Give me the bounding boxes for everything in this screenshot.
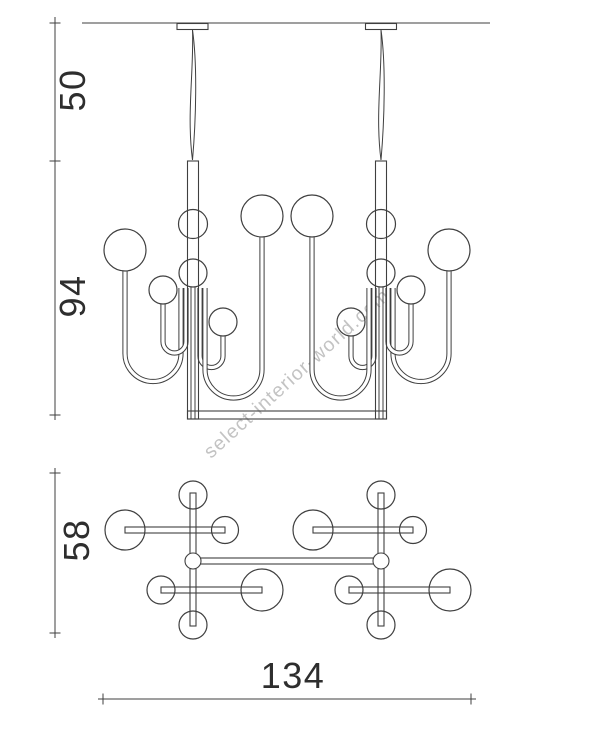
plan-sphere xyxy=(334,575,364,605)
dimension-suspension-height: 50 xyxy=(49,17,93,420)
plan-sphere xyxy=(104,509,146,551)
bottom-frame-bar xyxy=(186,410,388,420)
top-view xyxy=(104,480,472,640)
glass-sphere xyxy=(208,307,238,337)
plan-junction xyxy=(372,552,390,570)
plan-top-arm-bar xyxy=(124,526,226,534)
glass-sphere xyxy=(396,275,426,305)
dimension-body-height: 94 xyxy=(52,274,93,317)
plan-sphere xyxy=(178,480,208,510)
glass-sphere xyxy=(427,228,471,272)
glass-spheres-front xyxy=(103,194,471,337)
dimension-label-94: 94 xyxy=(52,274,93,317)
dimension-line xyxy=(49,17,61,420)
stem-rod-left xyxy=(186,160,200,420)
plan-sphere xyxy=(292,509,334,551)
dimension-label-58: 58 xyxy=(56,518,97,561)
glass-sphere xyxy=(177,208,209,240)
suspension-cable-left xyxy=(189,29,197,161)
rod-inner-stem-left xyxy=(190,287,196,419)
plan-junction xyxy=(184,552,202,570)
glass-sphere xyxy=(178,258,208,288)
plan-sphere xyxy=(210,515,240,545)
watermark-text: select-interior-world.com xyxy=(200,284,395,463)
plan-cross-left xyxy=(104,480,284,640)
plan-connector-bar xyxy=(192,557,382,565)
dimension-line xyxy=(98,693,476,705)
glass-sphere xyxy=(290,194,334,238)
dimension-width: 134 xyxy=(98,655,476,705)
plan-cross-right xyxy=(292,480,472,640)
suspension-cable-right xyxy=(378,29,385,161)
plan-sphere xyxy=(240,568,284,612)
plan-sphere xyxy=(366,610,396,640)
glass-sphere xyxy=(148,275,178,305)
glass-sphere xyxy=(366,258,396,288)
glass-sphere xyxy=(103,228,147,272)
plan-sphere xyxy=(146,575,176,605)
plan-sphere xyxy=(428,568,472,612)
ceiling-canopy-right xyxy=(364,22,398,31)
plan-bottom-arm-bar xyxy=(160,586,263,594)
plan-top-arm-bar xyxy=(312,526,414,534)
plan-sphere xyxy=(398,515,428,545)
glass-sphere xyxy=(336,307,366,337)
dimension-label-134: 134 xyxy=(261,655,326,696)
dimension-depth: 58 xyxy=(49,468,97,638)
plan-sphere xyxy=(178,610,208,640)
front-view xyxy=(82,22,490,420)
rod-inner-stem-right xyxy=(378,287,384,419)
dimension-label-50: 50 xyxy=(52,68,93,111)
glass-sphere xyxy=(365,208,397,240)
dimension-line xyxy=(49,468,61,638)
ceiling-canopy-left xyxy=(176,22,209,31)
glass-sphere xyxy=(240,194,284,238)
plan-sphere xyxy=(366,480,396,510)
plan-bottom-arm-bar xyxy=(348,586,451,594)
